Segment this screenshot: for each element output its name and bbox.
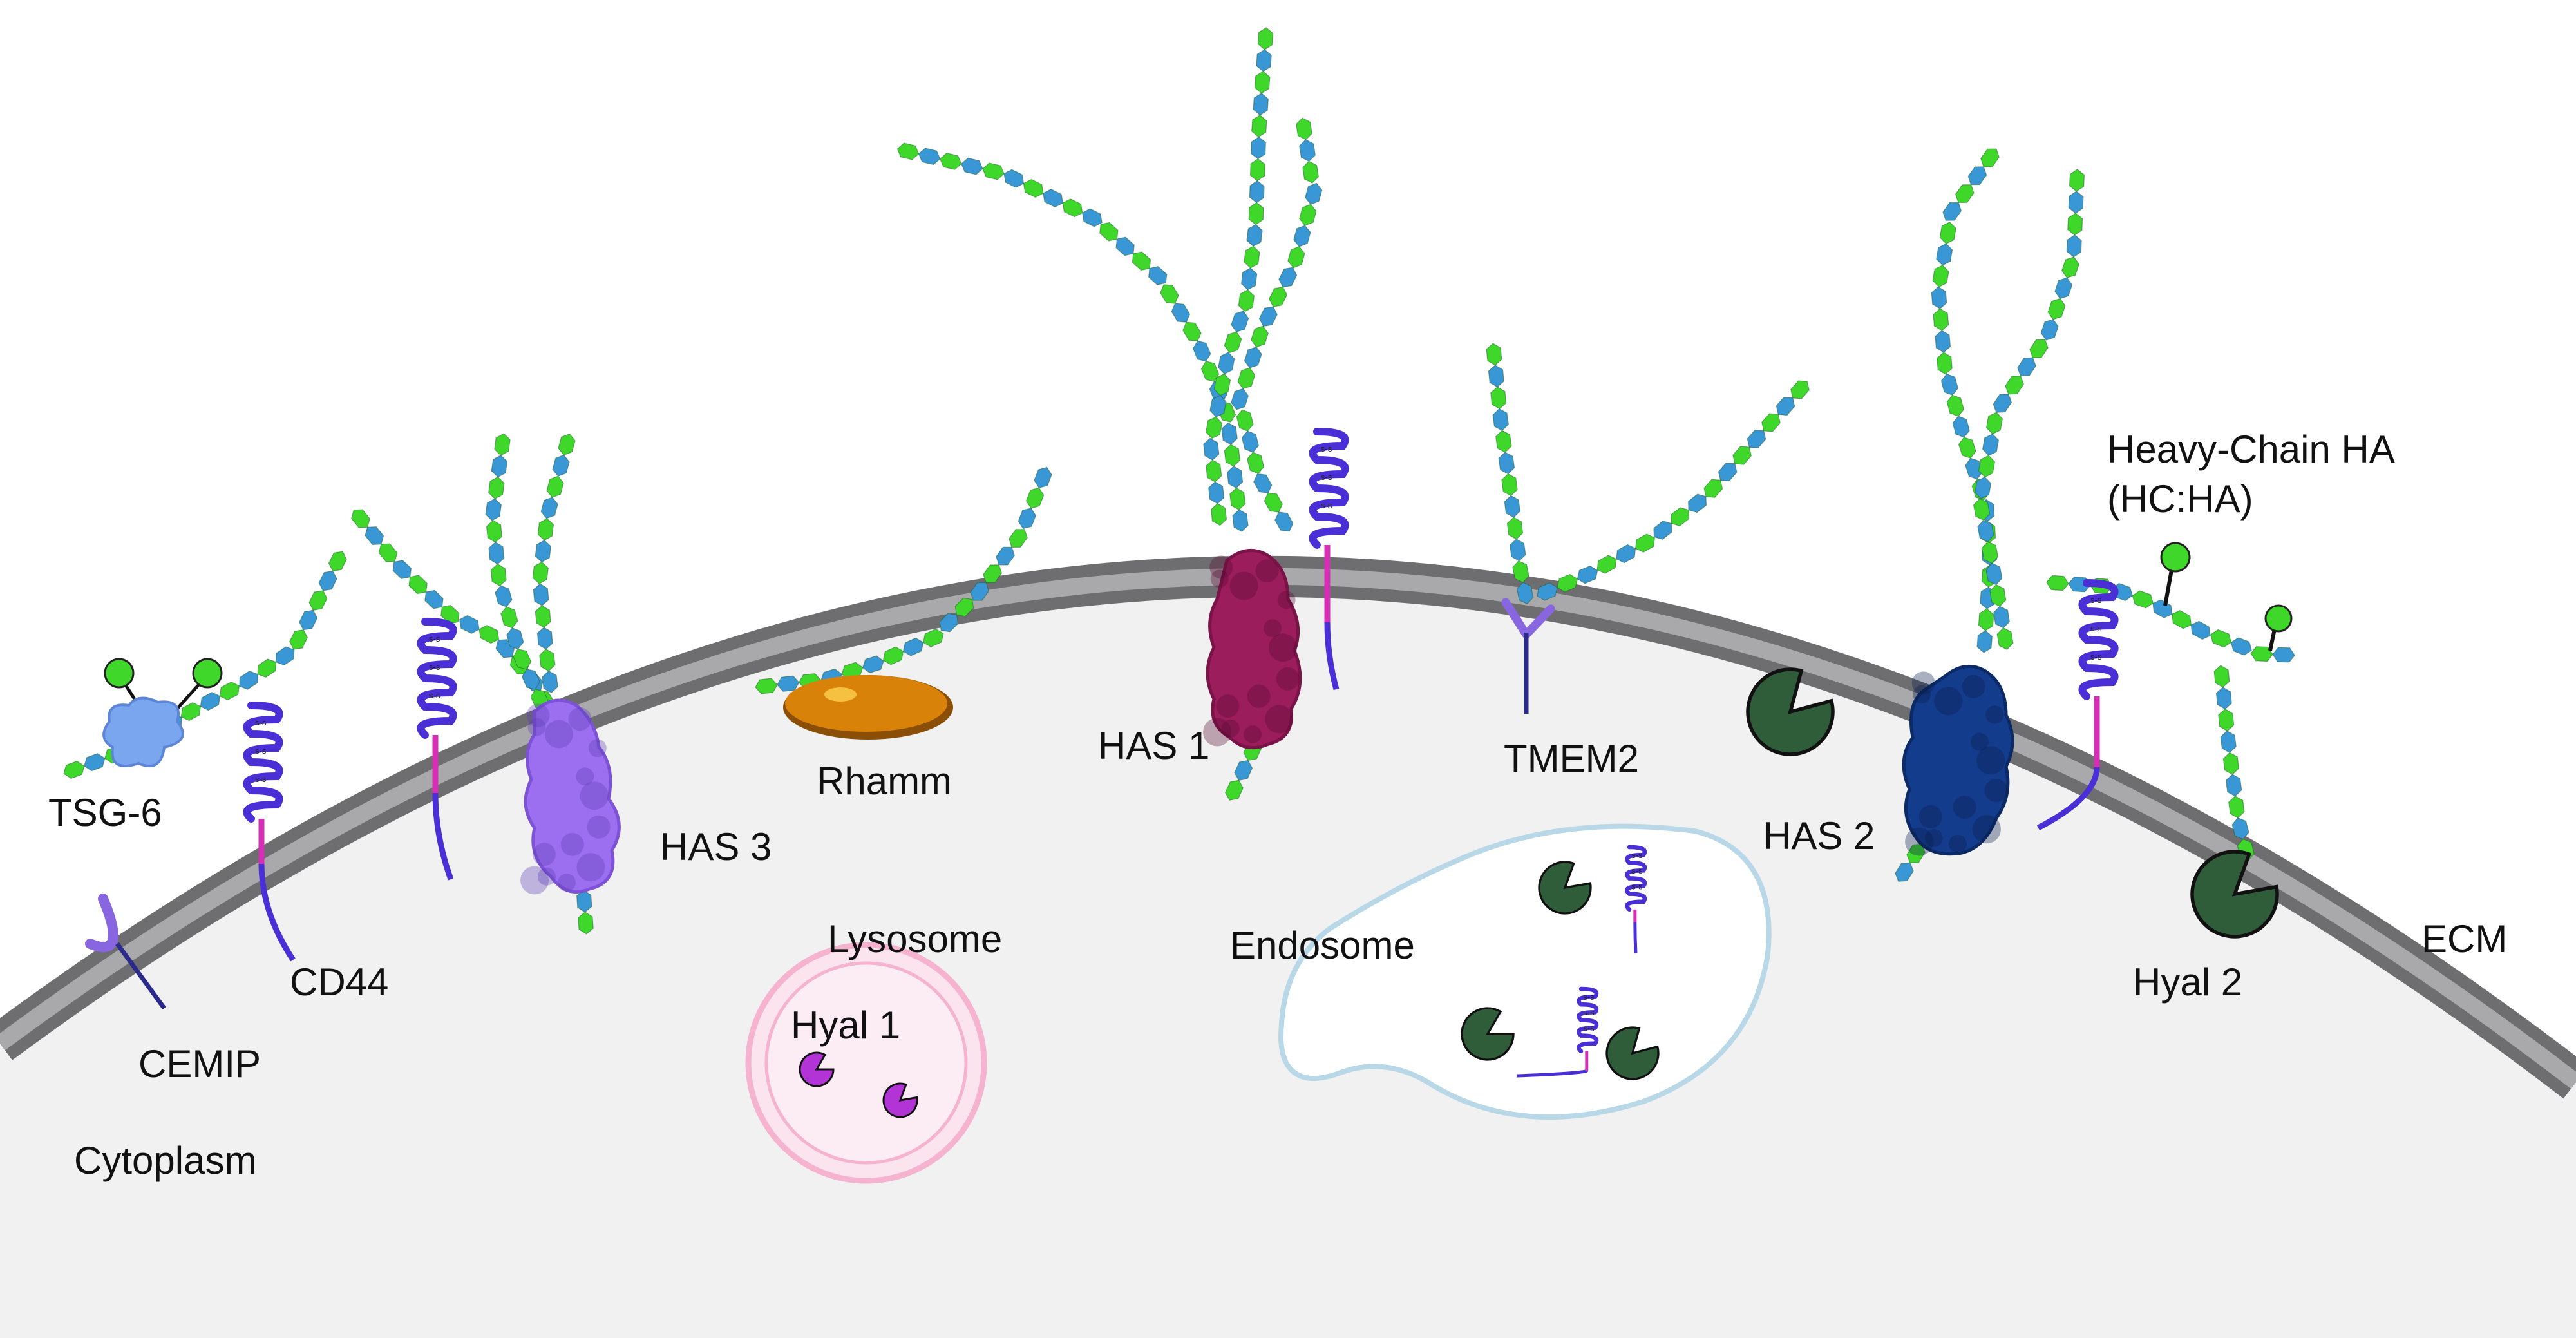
disulfide-bond-label: s-s [429,662,440,672]
tmem2-label: TMEM2 [1504,737,1639,780]
cd44-receptor-icon: s-s s-s s-s [417,618,457,881]
endosome-label: Endosome [1230,924,1415,967]
tsg6-protein-icon [102,658,223,767]
hyal1-label: Hyal 1 [791,1004,900,1047]
has1-label: HAS 1 [1098,724,1209,767]
has3-synthase-icon [520,698,621,895]
lysosome-label: Lysosome [828,917,1002,960]
has2-label: HAS 2 [1763,814,1875,857]
has1-synthase-icon [1203,548,1302,750]
hyal1-icon [882,1082,918,1118]
disulfide-bond-label: s-s [1321,472,1332,482]
disulfide-bond-label: s-s [2090,624,2102,633]
cemip-label: CEMIP [138,1042,261,1085]
cd44-receptor-icon: s-s s-s s-s [243,702,296,962]
disulfide-bond-label: s-s [429,691,440,700]
disulfide-bond-label: s-s [2090,652,2102,662]
disulfide-bond-label: s-s [1631,866,1643,875]
lysosome-icon [745,942,987,1184]
hyal1-icon [799,1051,835,1087]
cytoplasm-label: Cytoplasm [74,1139,256,1182]
hyal2-icon [1605,1026,1660,1080]
cd44-receptor-icon: s-s s-s s-s [2036,579,2119,830]
tsg6-label: TSG-6 [48,791,162,834]
disulfide-bond-label: s-s [1583,992,1595,1002]
heavy-chain-icon [2160,542,2293,651]
disulfide-bond-label: s-s [2090,595,2102,605]
heavy-chain-ha-abbrev-label: (HC:HA) [2107,477,2253,521]
disulfide-bond-label: s-s [429,634,440,644]
has2-synthase-icon [1902,664,2014,856]
tmem2-icon [1501,598,1555,714]
heavy-chain-ha-label: Heavy-Chain HA [2107,428,2395,471]
disulfide-bond-label: s-s [255,718,267,727]
cd44-fragment-icon: s-s s-s s-s [1516,986,1599,1078]
disulfide-bond-label: s-s [1583,1023,1595,1033]
cd44-receptor-icon: s-s s-s s-s [1309,428,1349,691]
hyal2-icon [1746,667,1835,756]
cd44-label: CD44 [290,960,388,1004]
hyal2-label: Hyal 2 [2133,960,2242,1004]
cd44-fragment-icon: s-s s-s s-s [1625,845,1647,954]
hyal2-icon [1461,1007,1515,1061]
cemip-icon [85,894,166,1010]
rhamm-icon [783,675,953,740]
rhamm-label: Rhamm [817,760,952,803]
hyal2-icon [1538,861,1592,915]
disulfide-bond-label: s-s [1583,1008,1595,1017]
disulfide-bond-label: s-s [1631,881,1643,891]
disulfide-bond-label: s-s [1321,444,1332,454]
hyal2-icon [2190,850,2279,939]
has3-label: HAS 3 [660,825,772,868]
disulfide-bond-label: s-s [255,746,267,756]
disulfide-bond-label: s-s [255,774,267,784]
ecm-label: ECM [2421,917,2507,960]
disulfide-bond-label: s-s [1631,850,1643,860]
membrane-inner-layer [0,568,2576,1089]
disulfide-bond-label: s-s [1321,501,1332,510]
